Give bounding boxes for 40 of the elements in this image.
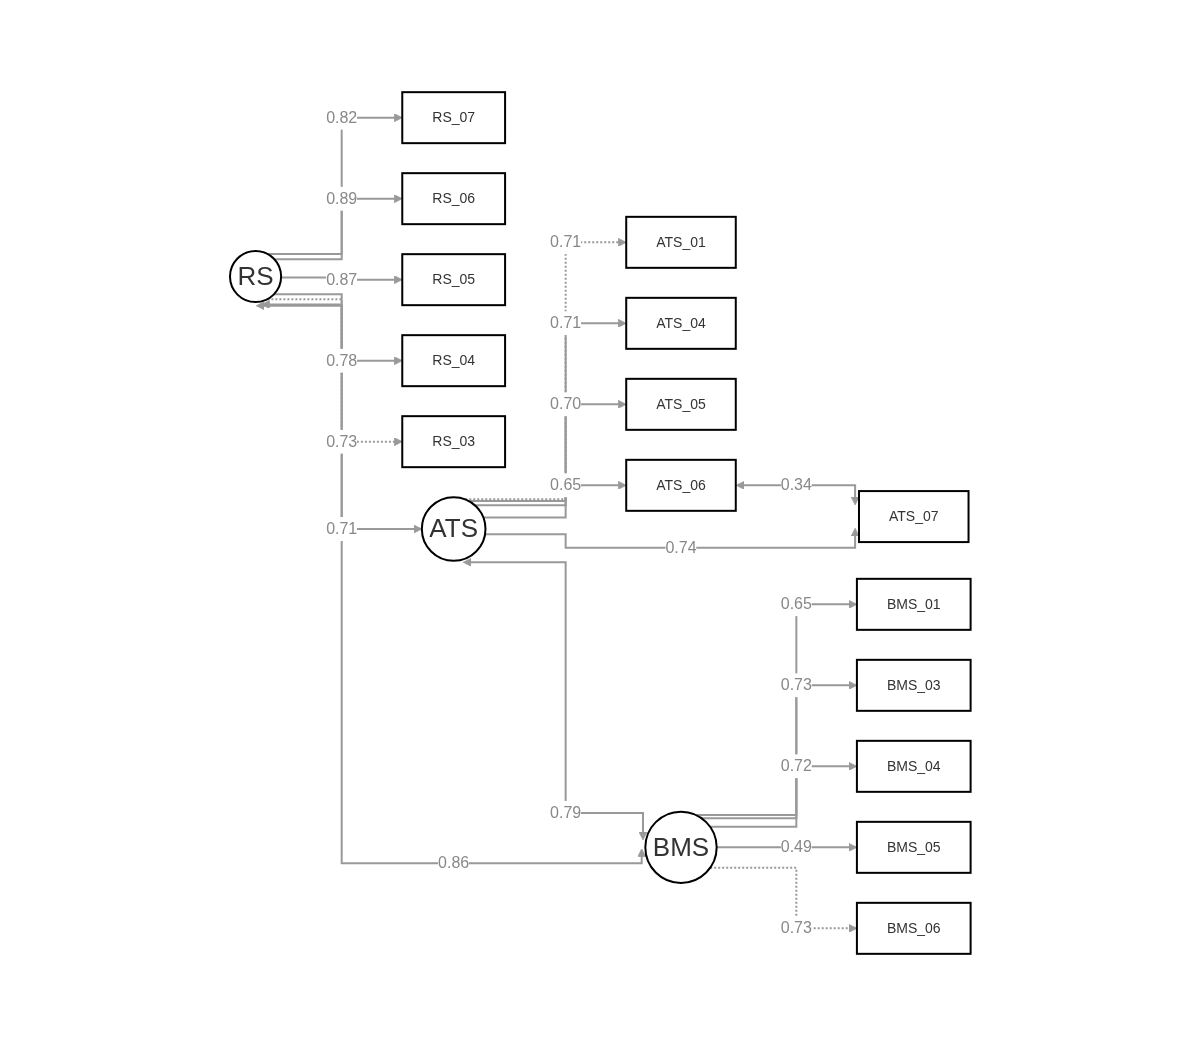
node-box: ATS_06	[624, 458, 737, 512]
edge-label: 0.86	[437, 854, 469, 872]
node-box: BMS_03	[855, 658, 972, 712]
node-box: BMS_01	[855, 577, 972, 631]
edge-label: 0.70	[549, 395, 581, 413]
node-box: RS_05	[400, 253, 506, 307]
edge-label: 0.71	[549, 314, 581, 332]
edge-label: 0.71	[325, 519, 357, 537]
edge-label: 0.72	[780, 757, 812, 775]
node-box: ATS_07	[857, 490, 970, 544]
node-box: RS_06	[400, 172, 506, 226]
edge-label: 0.71	[549, 233, 581, 251]
node-box: ATS_05	[624, 377, 737, 431]
edge-label: 0.73	[780, 676, 812, 694]
node-box: RS_04	[400, 334, 506, 388]
arrow	[255, 301, 646, 865]
node-box: RS_07	[400, 91, 506, 145]
edge-label: 0.78	[325, 351, 357, 369]
edge-label: 0.79	[549, 803, 581, 821]
node-circle: RS	[228, 249, 282, 304]
edge-label: 0.73	[325, 432, 357, 450]
node-box: ATS_04	[624, 296, 737, 350]
edge-label: 0.73	[780, 919, 812, 937]
node-box: BMS_04	[855, 739, 972, 793]
node-box: RS_03	[400, 415, 506, 469]
node-box: BMS_06	[855, 901, 972, 955]
edge-label: 0.74	[665, 538, 697, 556]
edge-label: 0.87	[325, 270, 357, 288]
node-box: BMS_05	[855, 820, 972, 874]
edge-label: 0.82	[325, 108, 357, 126]
arrow	[462, 557, 648, 841]
node-circle: ATS	[420, 496, 487, 562]
edge-label: 0.65	[549, 476, 581, 494]
node-circle: BMS	[644, 810, 718, 884]
edge-label: 0.34	[780, 476, 812, 494]
edge-label: 0.89	[325, 189, 357, 207]
edge-label: 0.65	[780, 595, 812, 613]
edge-label: 0.49	[780, 838, 812, 856]
node-box: ATS_01	[624, 215, 737, 269]
arrow	[708, 866, 857, 933]
